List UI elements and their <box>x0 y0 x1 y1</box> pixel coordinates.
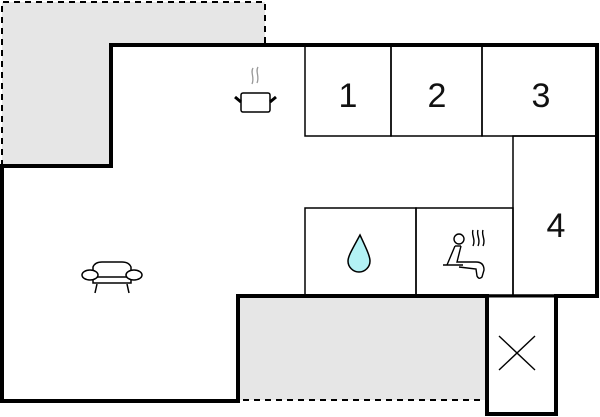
room-1-label: 1 <box>339 77 358 115</box>
armchair-icon <box>81 261 143 294</box>
kitchen-pot-icon <box>234 66 277 113</box>
cross-icon <box>498 335 536 371</box>
terrace-bottom <box>238 296 487 401</box>
room-3-label: 3 <box>532 77 551 115</box>
water-drop-icon <box>347 233 371 273</box>
room-2-label: 2 <box>428 77 447 115</box>
terrace-top-left <box>1 1 266 166</box>
sauna-icon <box>443 229 485 279</box>
room-4-label: 4 <box>547 207 566 245</box>
